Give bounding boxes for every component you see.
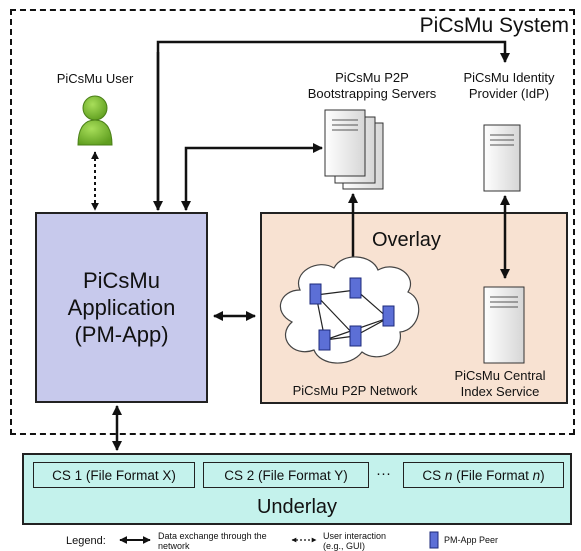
overlay-title: Overlay (372, 229, 441, 251)
csn-n2: n (532, 467, 541, 483)
app-to-bootstrap-connector (181, 143, 323, 211)
legend-peer-icon (429, 531, 439, 549)
legend-title: Legend: (66, 535, 106, 547)
cs2-box: CS 2 (File Format Y) (203, 462, 369, 488)
index-server-icon (483, 286, 525, 364)
csn-box: CS n (File Format n) (403, 462, 564, 488)
system-title: PiCsMu System (415, 14, 573, 38)
legend-data-exchange: Data exchange through the network (158, 531, 267, 551)
pm-app-box: PiCsMu Application (PM-App) (35, 212, 208, 403)
user-icon (77, 95, 113, 146)
index-label-line2: Index Service (460, 384, 540, 399)
idp-label: PiCsMu Identity Provider (IdP) (450, 70, 568, 102)
idp-label-line2: Provider (IdP) (468, 86, 550, 101)
idp-label-line1: PiCsMu Identity (463, 70, 555, 85)
cs1-box: CS 1 (File Format X) (33, 462, 195, 488)
index-label: PiCsMu Central Index Service (436, 368, 564, 400)
cs-ellipsis: ··· (376, 465, 391, 482)
idp-server-icon (483, 124, 521, 192)
legend-peer: PM-App Peer (444, 535, 499, 545)
underlay-title: Underlay (256, 496, 338, 518)
app-label-line3: (PM-App) (74, 322, 169, 347)
csn-mid: (File Format (452, 467, 533, 483)
app-label-line1: PiCsMu (82, 268, 160, 293)
csn-suffix: ) (540, 467, 545, 483)
bootstrap-label: PiCsMu P2P Bootstrapping Servers (292, 70, 452, 102)
csn-prefix: CS (422, 467, 445, 483)
legend-user-interaction: User interaction (e.g., GUI) (323, 531, 387, 551)
user-label: PiCsMu User (56, 71, 134, 86)
csn-n: n (444, 467, 453, 483)
p2p-network-cloud (279, 256, 420, 364)
app-label-line2: Application (67, 295, 176, 320)
system-boundary (10, 9, 575, 435)
index-label-line1: PiCsMu Central (454, 368, 546, 383)
p2p-label: PiCsMu P2P Network (292, 383, 418, 398)
bootstrap-servers-icon (324, 109, 384, 190)
bootstrap-label-line2: Bootstrapping Servers (307, 86, 437, 101)
bootstrap-label-line1: PiCsMu P2P (335, 70, 409, 85)
app-to-idp-connector (153, 40, 510, 211)
